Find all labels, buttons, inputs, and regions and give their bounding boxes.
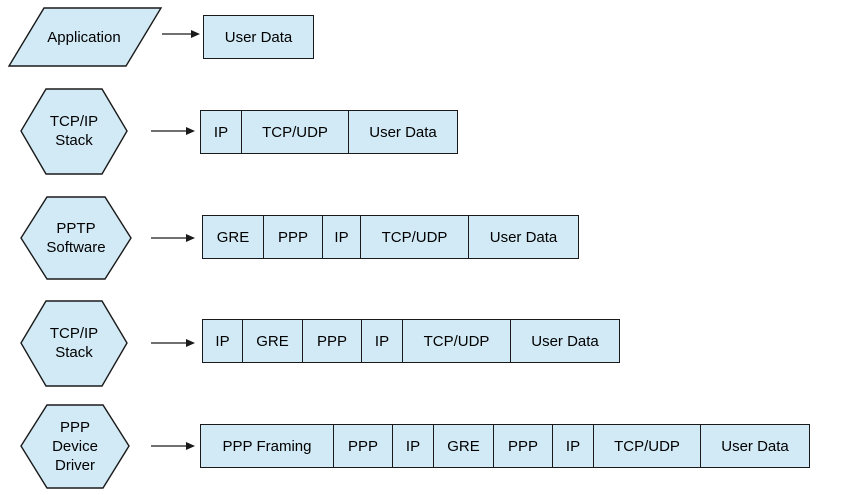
packet-row-tcpip-2: IP GRE PPP IP TCP/UDP User Data	[202, 319, 620, 363]
packet-cell: IP	[203, 320, 243, 362]
arrow-right-icon	[151, 339, 195, 347]
tcpip-stack-hexagon-shape	[20, 300, 128, 387]
row-tcpip-stack-2: TCP/IP Stack IP GRE PPP IP TCP/UDP User …	[0, 290, 844, 395]
pptp-software-hexagon-shape	[20, 196, 132, 280]
arrow-right-icon	[162, 30, 200, 38]
packet-cell: PPP	[334, 425, 393, 467]
arrow-right-icon	[151, 234, 195, 242]
tcpip-stack-hexagon-shape	[20, 88, 128, 175]
packet-cell: TCP/UDP	[242, 111, 349, 153]
packet-cell: TCP/UDP	[361, 216, 469, 258]
row-tcpip-stack-1: TCP/IP Stack IP TCP/UDP User Data	[0, 80, 844, 185]
packet-cell: User Data	[224, 28, 293, 46]
packet-row-ppp-framing: PPP Framing PPP IP GRE PPP IP TCP/UDP Us…	[200, 424, 810, 468]
application-parallelogram-shape	[7, 7, 163, 67]
packet-cell: PPP	[494, 425, 553, 467]
packet-row-tcpip-1: IP TCP/UDP User Data	[200, 110, 458, 154]
packet-row-application: User Data	[203, 15, 314, 59]
packet-cell: User Data	[721, 437, 789, 455]
packet-cell: PPP Framing	[201, 425, 334, 467]
packet-cell: GRE	[243, 320, 303, 362]
packet-row-pptp: GRE PPP IP TCP/UDP User Data	[202, 215, 579, 259]
arrow-right-icon	[151, 442, 195, 450]
packet-cell: IP	[553, 425, 594, 467]
packet-cell: TCP/UDP	[403, 320, 511, 362]
packet-cell: User Data	[369, 123, 437, 141]
packet-cell: IP	[393, 425, 434, 467]
packet-cell: GRE	[203, 216, 264, 258]
packet-cell: PPP	[264, 216, 323, 258]
packet-cell: TCP/UDP	[594, 425, 701, 467]
packet-cell: IP	[201, 111, 242, 153]
packet-cell: User Data	[489, 228, 558, 246]
packet-cell: GRE	[434, 425, 494, 467]
row-application: Application User Data	[0, 0, 844, 80]
packet-cell: PPP	[303, 320, 362, 362]
row-pptp-software: PPTP Software GRE PPP IP TCP/UDP User Da…	[0, 185, 844, 290]
packet-cell: User Data	[531, 332, 599, 350]
arrow-right-icon	[151, 127, 195, 135]
ppp-device-driver-hexagon-shape	[20, 404, 130, 489]
packet-cell: IP	[323, 216, 361, 258]
row-ppp-device-driver: PPP Device Driver PPP Framing PPP IP GRE…	[0, 395, 844, 495]
packet-cell: IP	[362, 320, 403, 362]
